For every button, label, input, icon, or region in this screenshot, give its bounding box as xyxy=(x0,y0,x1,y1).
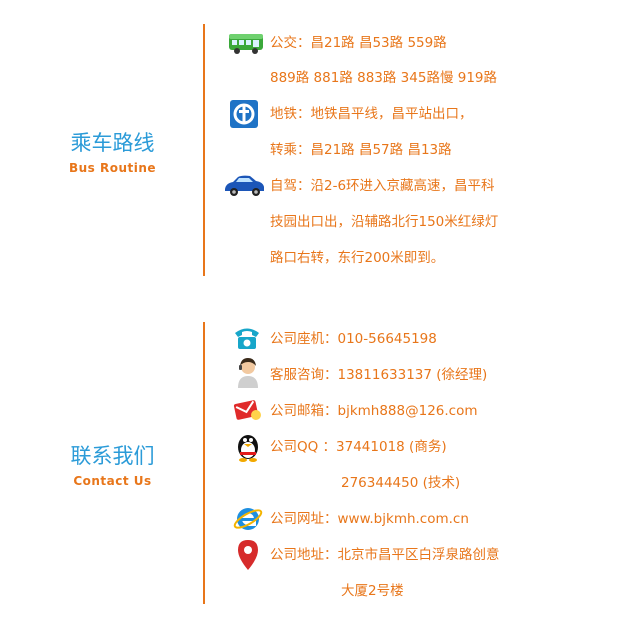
bus-icon xyxy=(228,28,264,58)
drive-line-1: 自驾：沿2-6环进入京藏高速，昌平科 xyxy=(270,178,495,194)
drive-line-2: 技园出口出，沿辅路北行150米红绿灯 xyxy=(270,214,499,230)
subway-line-1: 地铁：地铁昌平线，昌平站出口， xyxy=(270,106,473,122)
routes-heading-zh: 乘车路线 xyxy=(70,131,155,155)
phone-text: 公司座机：010-56645198 xyxy=(270,331,437,347)
location-pin-icon xyxy=(236,539,272,570)
bus-line-1: 公交：昌21路 昌53路 559路 xyxy=(270,35,447,51)
contact-heading-zh: 联系我们 xyxy=(70,444,155,468)
contact-heading: 联系我们 Contact Us xyxy=(30,443,195,489)
address-text-2: 大厦2号楼 xyxy=(341,583,404,599)
contact-heading-en: Contact Us xyxy=(73,474,152,488)
drive-line-3: 路口右转，东行200米即到。 xyxy=(270,250,445,266)
qq-icon xyxy=(234,430,270,462)
subway-icon xyxy=(229,99,265,129)
customer-service-icon xyxy=(234,356,270,388)
routes-heading-en: Bus Routine xyxy=(68,161,157,175)
contact-divider xyxy=(203,322,205,604)
routes-divider xyxy=(203,24,205,276)
browser-icon xyxy=(233,504,269,534)
subway-line-2: 转乘：昌21路 昌57路 昌13路 xyxy=(270,142,452,158)
bus-line-2: 889路 881路 883路 345路慢 919路 xyxy=(270,70,498,86)
service-text: 客服咨询：13811633137 (徐经理) xyxy=(270,367,488,383)
qq-text-2: 276344450 (技术) xyxy=(341,475,461,491)
routes-heading: 乘车路线 Bus Routine xyxy=(30,130,195,176)
phone-icon xyxy=(232,324,268,354)
qq-text-1: 公司QQ ：37441018 (商务) xyxy=(270,439,447,455)
website-text[interactable]: 公司网址：www.bjkmh.com.cn xyxy=(270,511,469,527)
address-text-1: 公司地址：北京市昌平区白浮泉路创意 xyxy=(270,547,500,563)
car-icon xyxy=(222,170,264,200)
email-text: 公司邮箱：bjkmh888@126.com xyxy=(270,403,478,419)
email-icon xyxy=(232,397,268,427)
